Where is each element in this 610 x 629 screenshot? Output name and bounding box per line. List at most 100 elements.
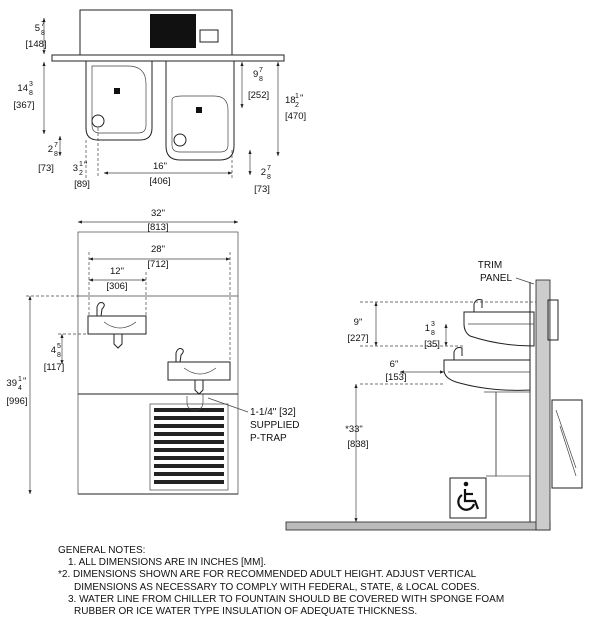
dim-406: 16" [406] — [149, 161, 170, 187]
svg-text:[117]: [117] — [44, 362, 64, 373]
svg-text:[996]: [996] — [6, 396, 27, 407]
svg-text:8: 8 — [431, 330, 435, 337]
svg-text:8: 8 — [267, 174, 271, 181]
svg-text:TRIM: TRIM — [478, 260, 502, 271]
svg-text:2: 2 — [295, 102, 299, 109]
svg-text:[838]: [838] — [347, 439, 368, 450]
louver-slat — [154, 416, 224, 420]
svg-text:": " — [300, 93, 303, 104]
top-view-left-bubbler-icon — [91, 114, 105, 128]
svg-text:8: 8 — [54, 151, 58, 158]
louver-slat — [154, 408, 224, 412]
top-view-left-drain — [114, 88, 120, 94]
dim-73-left: 2 7 8 [73] — [38, 142, 58, 174]
svg-text:5: 5 — [57, 343, 61, 350]
front-view-low-drain — [194, 380, 204, 395]
svg-text:[813]: [813] — [147, 222, 168, 233]
front-view-wall-outline — [77, 231, 239, 495]
dim-148: 5 7 8 [148] — [25, 21, 46, 50]
top-view-junction-box — [199, 29, 219, 43]
svg-text:14: 14 — [17, 83, 28, 94]
svg-text:[470]: [470] — [285, 111, 306, 122]
svg-text:1: 1 — [18, 376, 22, 383]
svg-text:28": 28" — [151, 244, 165, 255]
dim-89: 3 1 2 " [89] — [73, 160, 90, 190]
louver-slat — [154, 456, 224, 460]
svg-text:*33": *33" — [345, 424, 363, 435]
svg-text:16": 16" — [153, 161, 167, 172]
notes-title: GENERAL NOTES: — [58, 545, 146, 556]
dim-117: 4 5 8 [117] — [44, 343, 64, 373]
side-view-floor — [285, 521, 551, 531]
side-view — [285, 279, 583, 531]
note-2-line-2: DIMENSIONS AS NECESSARY TO COMPLY WITH F… — [74, 581, 480, 593]
top-view-left-basin — [85, 61, 153, 141]
svg-text:SUPPLIED: SUPPLIED — [250, 420, 299, 431]
svg-text:7: 7 — [259, 67, 263, 74]
svg-text:4: 4 — [18, 385, 22, 392]
dim-252: 9 7 8 [252] — [248, 67, 269, 101]
svg-text:3: 3 — [73, 163, 78, 174]
svg-text:2: 2 — [48, 144, 53, 155]
louver-slat — [154, 440, 224, 444]
svg-text:": " — [23, 376, 26, 387]
svg-text:18: 18 — [285, 95, 296, 106]
top-view — [42, 9, 285, 178]
svg-text:P-TRAP: P-TRAP — [250, 433, 287, 444]
front-view — [26, 220, 249, 495]
svg-text:39: 39 — [6, 378, 17, 389]
top-view-left-bowl — [91, 65, 147, 134]
svg-text:5: 5 — [35, 23, 40, 34]
svg-text:7: 7 — [267, 165, 271, 172]
top-view-right-bubbler-icon — [173, 133, 187, 147]
svg-text:8: 8 — [41, 30, 45, 37]
louver-slat — [154, 448, 224, 452]
svg-text:[73]: [73] — [254, 184, 270, 195]
svg-text:9": 9" — [354, 317, 363, 328]
svg-text:32": 32" — [151, 208, 165, 219]
dim-470: 18 1 2 " [470] — [285, 93, 306, 122]
svg-text:[73]: [73] — [38, 163, 54, 174]
svg-text:8: 8 — [259, 76, 263, 83]
front-view-high-fountain — [87, 315, 147, 335]
svg-text:": " — [84, 160, 87, 171]
louver-slat — [154, 424, 224, 428]
general-notes: GENERAL NOTES: 1. ALL DIMENSIONS ARE IN … — [58, 545, 598, 618]
svg-text:12": 12" — [110, 266, 124, 277]
front-view-louvers — [154, 408, 224, 484]
svg-text:1: 1 — [425, 323, 430, 334]
front-view-louver-panel — [149, 403, 229, 491]
front-view-low-bubbler-icon — [175, 348, 184, 363]
side-view-chiller — [551, 399, 583, 489]
note-3-line-2: RUBBER OR ICE WATER TYPE INSULATION OF A… — [74, 606, 418, 618]
louver-slat — [154, 464, 224, 468]
front-view-p-trap — [186, 394, 204, 411]
top-view-mounting-plate — [51, 54, 285, 62]
note-2-line-1: *2. DIMENSIONS SHOWN ARE FOR RECOMMENDED… — [58, 569, 477, 581]
louver-slat — [154, 480, 224, 484]
svg-text:[712]: [712] — [147, 259, 168, 270]
louver-slat — [154, 432, 224, 436]
top-view-right-basin — [165, 61, 235, 161]
svg-text:[89]: [89] — [74, 179, 90, 190]
svg-text:4: 4 — [51, 345, 56, 356]
svg-text:[227]: [227] — [347, 333, 368, 344]
svg-text:3: 3 — [431, 321, 435, 328]
svg-text:[35]: [35] — [424, 339, 440, 350]
dim-35: 1 3 8 [35] — [424, 321, 440, 350]
svg-text:2: 2 — [261, 167, 266, 178]
svg-text:8: 8 — [29, 90, 33, 97]
svg-text:6": 6" — [390, 359, 399, 370]
svg-text:7: 7 — [41, 21, 45, 28]
svg-text:[252]: [252] — [248, 90, 269, 101]
front-view-high-bubbler-icon — [96, 302, 105, 317]
dim-996: 39 1 4 " [996] — [6, 376, 27, 407]
svg-text:[148]: [148] — [25, 39, 46, 50]
front-view-high-drain — [113, 334, 123, 349]
dim-306: 12" [306] — [106, 266, 127, 292]
dim-813: 32" [813] — [147, 208, 168, 233]
louver-slat — [154, 472, 224, 476]
svg-text:1: 1 — [295, 93, 299, 100]
